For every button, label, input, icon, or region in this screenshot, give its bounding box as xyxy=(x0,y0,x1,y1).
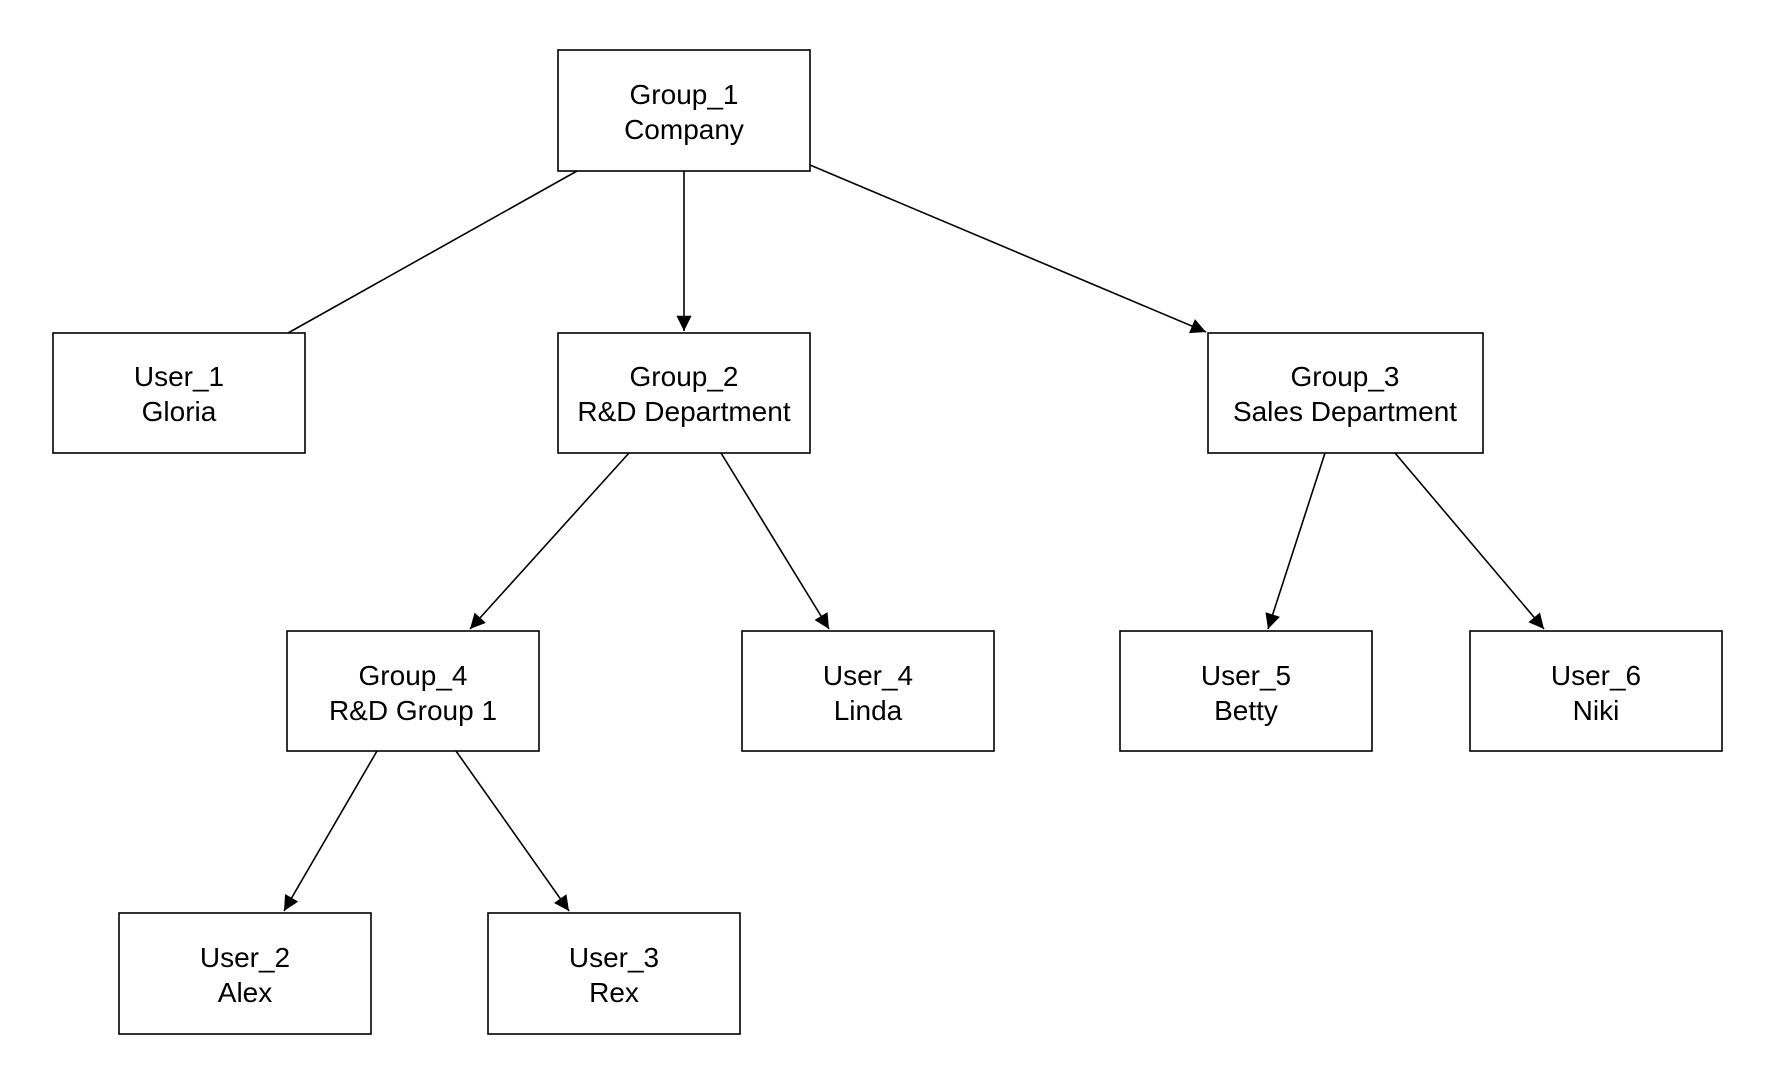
node-subtitle: Rex xyxy=(589,977,639,1008)
edge-group-4-to-user-2 xyxy=(283,750,378,912)
node-box xyxy=(118,912,372,1035)
edge-group-3-to-user-6 xyxy=(1394,452,1545,630)
node-subtitle: R&D Department xyxy=(577,396,790,427)
node-title: Group_1 xyxy=(630,79,739,110)
node-box xyxy=(557,49,811,172)
edge-group-2-to-group-4 xyxy=(469,452,630,630)
node-title: Group_4 xyxy=(359,660,468,691)
node-user-1[interactable]: User_1 Gloria xyxy=(52,332,306,454)
node-title: User_5 xyxy=(1201,660,1291,691)
node-box xyxy=(286,630,540,752)
node-box xyxy=(1207,332,1484,454)
node-subtitle: R&D Group 1 xyxy=(329,695,497,726)
node-group-3[interactable]: Group_3 Sales Department xyxy=(1207,332,1484,454)
node-subtitle: Alex xyxy=(218,977,272,1008)
edge-group-4-to-user-3 xyxy=(455,750,570,912)
node-title: User_4 xyxy=(823,660,913,691)
node-group-1[interactable]: Group_1 Company xyxy=(557,49,811,172)
edge-group-1-to-user-1 xyxy=(287,170,578,334)
node-user-5[interactable]: User_5 Betty xyxy=(1119,630,1373,752)
node-title: Group_2 xyxy=(630,361,739,392)
node-title: Group_3 xyxy=(1291,361,1400,392)
node-box xyxy=(557,332,811,454)
node-title: User_1 xyxy=(134,361,224,392)
edge-group-2-to-user-4 xyxy=(720,452,830,630)
node-box xyxy=(1119,630,1373,752)
node-title: User_6 xyxy=(1551,660,1641,691)
node-group-4[interactable]: Group_4 R&D Group 1 xyxy=(286,630,540,752)
node-title: User_2 xyxy=(200,942,290,973)
node-group-2[interactable]: Group_2 R&D Department xyxy=(557,332,811,454)
edge-group-1-to-group-3 xyxy=(809,164,1207,334)
node-box xyxy=(741,630,995,752)
node-subtitle: Linda xyxy=(834,695,903,726)
node-box xyxy=(487,912,741,1035)
node-user-3[interactable]: User_3 Rex xyxy=(487,912,741,1035)
node-subtitle: Niki xyxy=(1573,695,1620,726)
node-subtitle: Betty xyxy=(1214,695,1278,726)
node-title: User_3 xyxy=(569,942,659,973)
node-subtitle: Sales Department xyxy=(1233,396,1457,427)
node-user-4[interactable]: User_4 Linda xyxy=(741,630,995,752)
node-box xyxy=(1469,630,1723,752)
edge-group-3-to-user-5 xyxy=(1265,452,1326,630)
node-user-2[interactable]: User_2 Alex xyxy=(118,912,372,1035)
nodes: Group_1 Company User_1 Gloria Group_2 R&… xyxy=(52,49,1723,1035)
node-user-6[interactable]: User_6 Niki xyxy=(1469,630,1723,752)
edges xyxy=(283,164,1545,912)
node-box xyxy=(52,332,306,454)
node-subtitle: Gloria xyxy=(142,396,217,427)
node-subtitle: Company xyxy=(624,114,744,145)
